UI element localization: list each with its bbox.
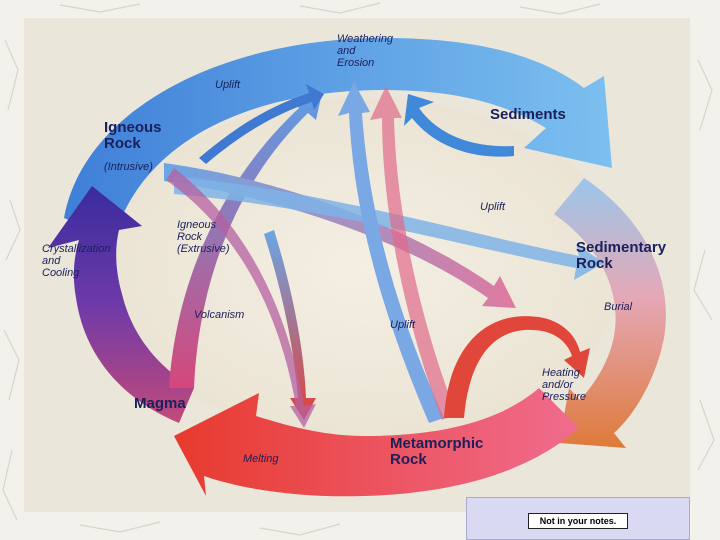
inner-arrow-weathering-to-magma — [264, 230, 316, 420]
label-magma: Magma — [134, 395, 186, 412]
label-metamorphic-rock: Metamorphic Rock — [390, 435, 484, 469]
inner-arrow-metamorphic-uplift — [338, 82, 444, 423]
label-burial: Burial — [604, 301, 633, 313]
inner-arrow-metamorphic-uplift-2 — [370, 86, 456, 420]
outer-arrow-left — [48, 186, 194, 423]
label-melting: Melting — [243, 453, 279, 465]
label-uplift-center: Uplift — [390, 319, 416, 331]
inner-arrow-volcanism — [169, 84, 324, 388]
inner-arrow-intrusive-to-sedimentary — [164, 163, 516, 308]
inner-arrow-heating-loop — [444, 316, 590, 418]
label-igneous-extrusive: Igneous Rock (Extrusive) — [177, 219, 230, 255]
label-crystallization-cooling: Crystallization and Cooling — [42, 243, 111, 279]
label-heating-pressure: Heating and/or Pressure — [542, 367, 587, 403]
inner-arrow-uplift-top — [199, 84, 324, 164]
rock-cycle-figure: Weathering and Erosion Uplift Igneous Ro… — [24, 18, 690, 512]
label-intrusive: (Intrusive) — [104, 161, 153, 173]
outer-arrow-right — [554, 178, 666, 448]
outer-arrow-bottom — [174, 388, 579, 497]
note-label: Not in your notes. — [528, 513, 628, 529]
rock-cycle-diagram — [24, 18, 690, 512]
label-weathering-erosion: Weathering and Erosion — [337, 33, 394, 69]
label-sedimentary-rock: Sedimentary Rock — [576, 239, 667, 273]
inner-arrow-down-to-melting — [166, 168, 316, 428]
label-igneous-rock: Igneous Rock — [104, 119, 162, 153]
label-uplift-right: Uplift — [480, 201, 506, 213]
inner-arrow-uplift-to-sedimentary — [174, 176, 604, 280]
label-volcanism: Volcanism — [194, 309, 245, 321]
label-sediments: Sediments — [490, 106, 566, 123]
inner-arrow-to-sediments — [404, 94, 514, 157]
label-uplift-top: Uplift — [215, 79, 241, 91]
outer-arrow-top — [64, 38, 612, 238]
